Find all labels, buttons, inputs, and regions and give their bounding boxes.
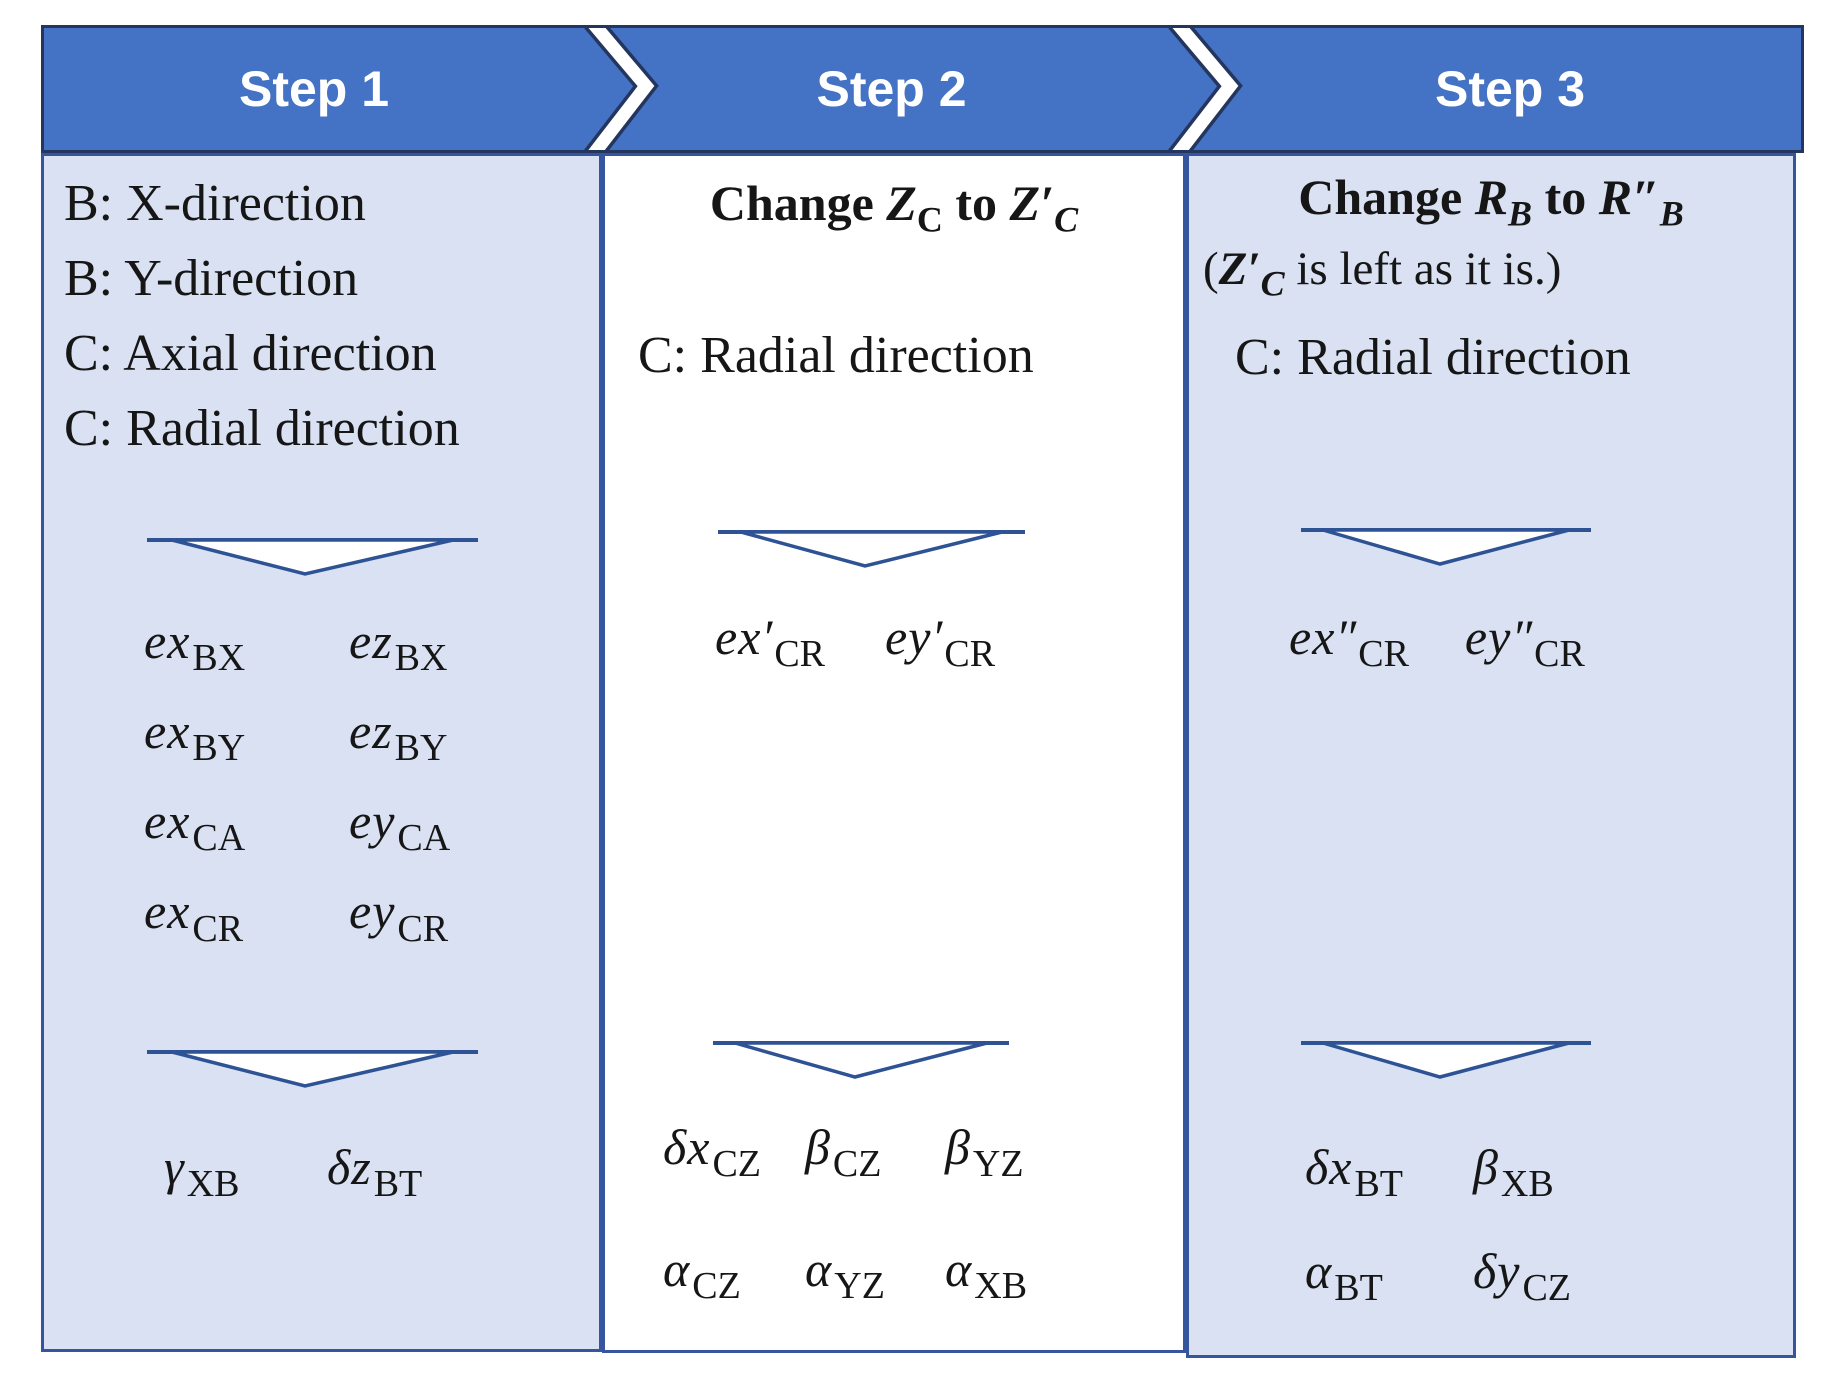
step2-panel: Change ZC to Z′C C: Radial direction ex′… xyxy=(602,153,1186,1353)
step3-note: (Z′C is left as it is.) xyxy=(1203,243,1562,304)
direction-line: B: Y-direction xyxy=(64,250,359,307)
math-term: exBX xyxy=(144,613,246,680)
triangle-down-icon xyxy=(147,538,478,576)
math-term: exBY xyxy=(144,703,246,770)
step2-error-symbol-grid: ex′CR ey′CR xyxy=(715,608,995,676)
math-term: αCZ xyxy=(663,1241,741,1308)
triangle-down-icon xyxy=(147,1050,478,1088)
math-term: ex′CR xyxy=(715,609,826,676)
step2-result-symbol-grid: δxCZ βCZ βYZ αCZ αYZ αXB xyxy=(663,1118,1027,1308)
math-term: βCZ xyxy=(805,1119,882,1186)
step2-title: Change ZC to Z′C xyxy=(709,175,1079,240)
math-term: γXB xyxy=(164,1139,240,1206)
direction-line: C: Axial direction xyxy=(64,325,437,382)
triangle-down-icon xyxy=(1301,528,1591,566)
step1-panel: B: X-direction B: Y-direction C: Axial d… xyxy=(41,153,602,1352)
math-term: ezBX xyxy=(349,613,448,680)
direction-line: B: X-direction xyxy=(64,175,366,232)
step1-header: Step 1 xyxy=(238,61,390,117)
math-term: ex″CR xyxy=(1289,609,1409,676)
math-term: δyCZ xyxy=(1473,1243,1571,1310)
math-term: eyCR xyxy=(349,883,449,950)
step3-header: Step 3 xyxy=(1434,61,1586,117)
direction-line: C: Radial direction xyxy=(64,400,460,457)
header-band: Step 1 Step 2 Step 3 xyxy=(41,25,1804,153)
step2-header: Step 2 xyxy=(816,61,967,117)
step1-result-symbol-grid: γXB δzBT xyxy=(164,1138,422,1206)
step1-error-symbol-grid: exBX ezBX exBY ezBY exCA eyCA exCR eyCR xyxy=(144,612,450,951)
step1-direction-list: B: X-direction B: Y-direction C: Axial d… xyxy=(44,166,599,466)
header-chevrons xyxy=(584,28,1243,150)
step3-result-symbol-grid: δxBT βXB αBT δyCZ xyxy=(1305,1138,1571,1310)
triangle-down-icon xyxy=(718,530,1025,568)
direction-line: C: Radial direction xyxy=(638,327,1034,384)
math-term: ey″CR xyxy=(1464,609,1585,676)
step3-panel: Change RB to R″B (Z′C is left as it is.)… xyxy=(1186,153,1796,1358)
math-term: ey′CR xyxy=(885,609,996,676)
math-term: αXB xyxy=(945,1241,1028,1308)
math-term: exCR xyxy=(144,883,244,950)
triangle-down-icon xyxy=(713,1041,1009,1079)
chevron-right-icon xyxy=(1168,28,1243,150)
triangle-down-icon xyxy=(1301,1041,1591,1079)
math-term: ezBY xyxy=(349,703,448,770)
math-term: βYZ xyxy=(945,1119,1024,1186)
chevron-right-icon xyxy=(584,28,659,150)
math-term: δxBT xyxy=(1305,1139,1403,1206)
step3-error-symbol-grid: ex″CR ey″CR xyxy=(1289,608,1585,676)
math-term: exCA xyxy=(144,793,246,860)
math-term: βXB xyxy=(1473,1139,1554,1206)
math-term: δxCZ xyxy=(663,1119,761,1186)
direction-line: C: Radial direction xyxy=(1235,329,1631,386)
step3-title: Change RB to R″B xyxy=(1298,169,1684,234)
math-term: αYZ xyxy=(805,1241,885,1308)
math-term: αBT xyxy=(1305,1243,1383,1310)
math-term: eyCA xyxy=(349,793,451,860)
math-term: δzBT xyxy=(327,1139,423,1206)
